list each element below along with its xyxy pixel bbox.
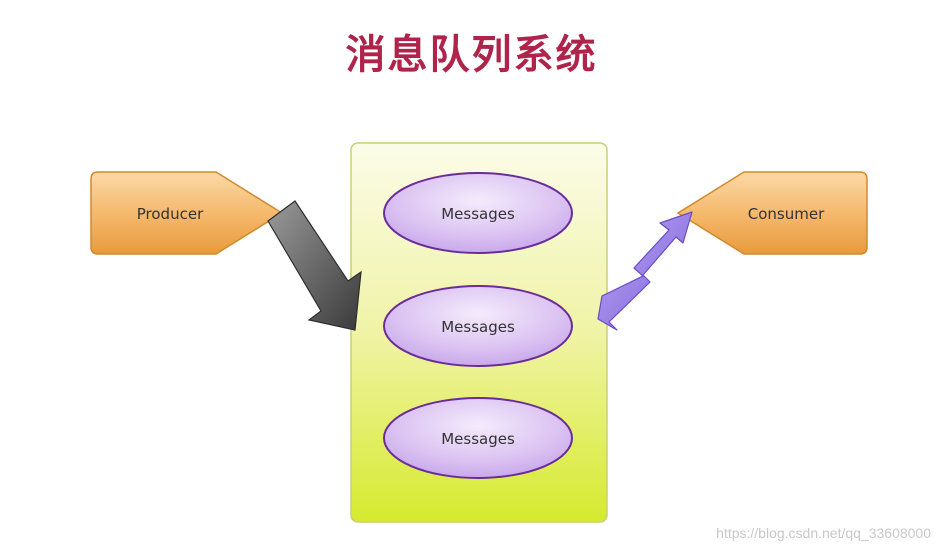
message-ellipse-2: Messages <box>383 285 573 367</box>
consumer-arrow-icon <box>597 211 693 331</box>
message-label-3: Messages <box>441 430 515 448</box>
consumer-node: Consumer <box>676 171 868 255</box>
producer-label: Producer <box>137 205 204 223</box>
message-ellipse-3: Messages <box>383 397 573 479</box>
watermark-url: https://blog.csdn.net/qq_33608000 <box>716 525 931 541</box>
message-label-1: Messages <box>441 205 515 223</box>
page-title: 消息队列系统 <box>345 32 598 78</box>
consumer-label: Consumer <box>748 205 825 223</box>
message-ellipse-1: Messages <box>383 172 573 254</box>
message-label-2: Messages <box>441 318 515 336</box>
producer-node: Producer <box>90 171 284 255</box>
producer-arrow-icon <box>267 200 362 331</box>
